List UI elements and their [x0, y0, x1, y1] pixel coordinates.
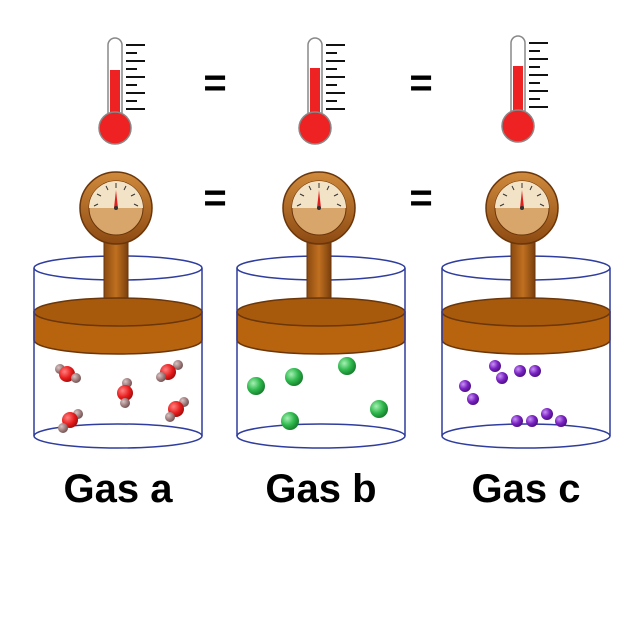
piston: [33, 297, 203, 355]
equals-sign-temperature-1: =: [203, 61, 226, 105]
equals-sign-pressure-1: =: [203, 176, 226, 220]
gas-b-particles: [247, 357, 388, 430]
pressure-gauge-icon: [282, 171, 356, 245]
container-bottom-rim: [441, 423, 611, 449]
pressure-gauge-icon: [79, 171, 153, 245]
molecule: [117, 378, 133, 408]
atom: [285, 368, 303, 386]
piston: [441, 297, 611, 355]
equals-sign-pressure-2: =: [409, 176, 432, 220]
molecule: [541, 408, 567, 427]
column-gas-c: Gas c: [441, 35, 611, 511]
thermometer-icon: [98, 37, 145, 145]
gas-a-particles: [55, 360, 189, 433]
column-gas-a: Gas a: [33, 37, 203, 511]
container-bottom-rim: [33, 423, 203, 449]
equals-sign-temperature-2: =: [409, 61, 432, 105]
atom: [247, 377, 265, 395]
molecule: [156, 360, 183, 382]
thermometer-icon: [298, 37, 345, 145]
atom: [338, 357, 356, 375]
thermometer-icon: [501, 35, 548, 143]
molecule: [165, 397, 189, 422]
gas-b-label: Gas b: [265, 467, 376, 511]
piston: [236, 297, 406, 355]
pressure-gauge-icon: [485, 171, 559, 245]
molecule: [58, 409, 83, 433]
molecule: [514, 365, 541, 377]
atom: [281, 412, 299, 430]
molecule: [511, 415, 538, 427]
gas-a-label: Gas a: [64, 467, 174, 511]
container-bottom-rim: [236, 423, 406, 449]
molecule: [55, 364, 81, 383]
gas-c-label: Gas c: [472, 467, 581, 511]
molecule: [459, 380, 479, 405]
molecule: [489, 360, 508, 384]
gas-c-particles: [459, 360, 567, 427]
column-gas-b: Gas b: [236, 37, 406, 511]
atom: [370, 400, 388, 418]
